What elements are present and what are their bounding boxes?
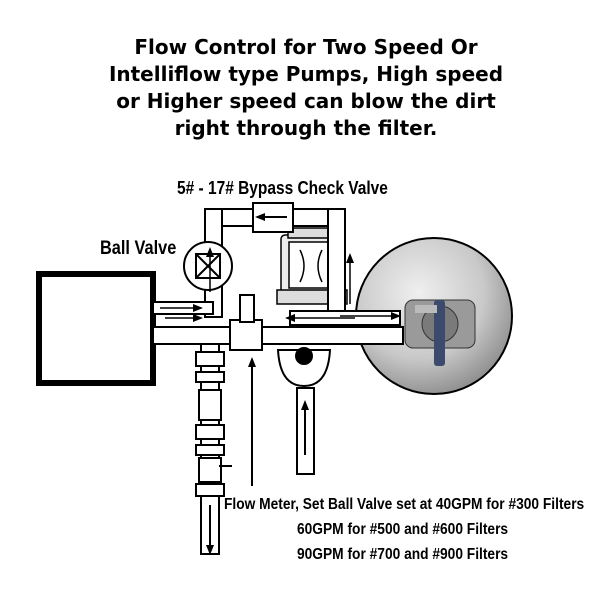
flow-meter [195,343,232,555]
ball-valve-label: Ball Valve [100,238,177,259]
title-line-2: Intelliflow type Pumps, High speed [108,62,504,86]
equipment-box [36,271,156,386]
check-valve-label: 5# - 17# Bypass Check Valve [177,178,388,198]
flow-meter-label-line-2: 60GPM for #500 and #600 Filters [297,521,509,538]
flow-meter-label-line-3: 90GPM for #700 and #900 Filters [297,546,509,563]
pump [276,227,348,305]
tee-fitting [229,319,263,351]
diagram-title: Flow Control for Two Speed Or Intelliflo… [0,34,612,142]
pump-strainer [276,347,332,388]
multiport-valve [404,299,476,366]
flow-meter-label-line-1: Flow Meter, Set Ball Valve set at 40GPM … [224,496,585,513]
title-line-1: Flow Control for Two Speed Or [134,35,478,59]
ball-valve [183,241,233,291]
valve-handle [434,300,445,366]
main-pipe [152,326,404,345]
tee-riser [239,294,255,323]
check-valve [252,202,294,233]
title-line-3: or Higher speed can blow the dirt [116,89,496,113]
title-line-4: right through the filter. [174,116,438,140]
